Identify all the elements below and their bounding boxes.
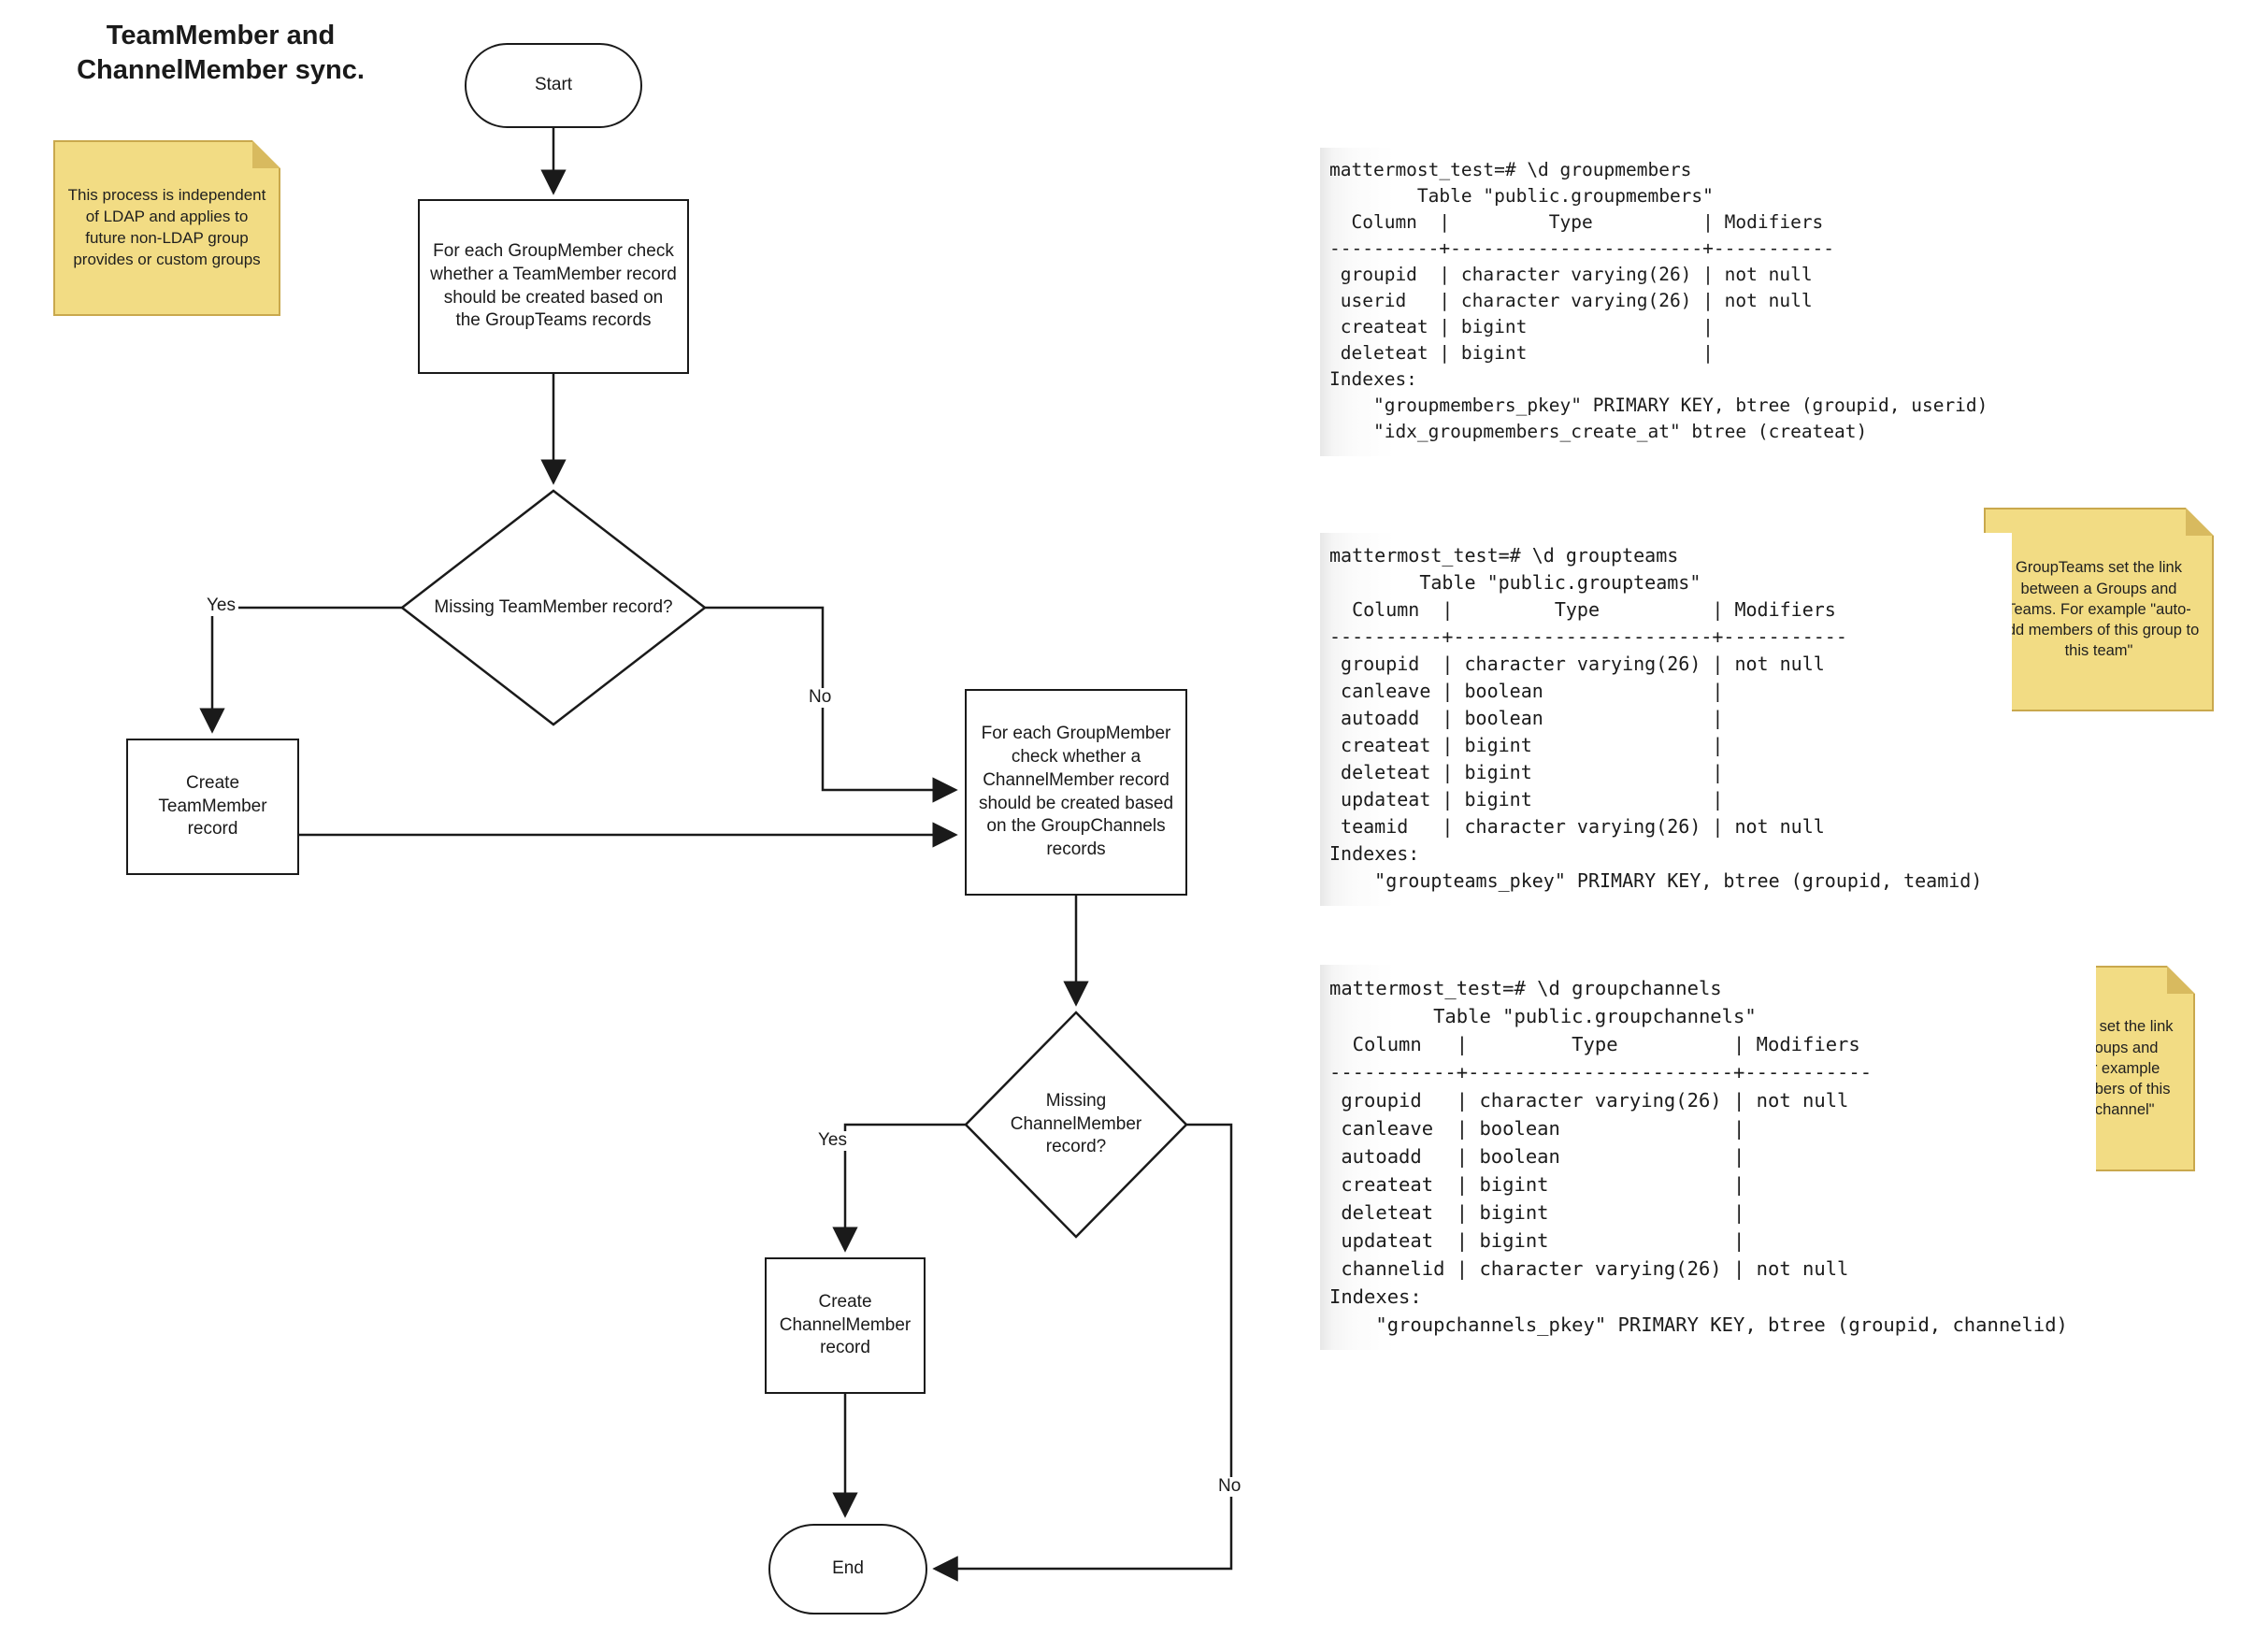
teammember-decision-diamond [399, 489, 708, 726]
channelmember-decision-diamond [964, 1011, 1188, 1239]
sticky-note-groupteams-text: GroupTeams set the link between a Groups… [1998, 559, 2200, 660]
sticky-note-ldap-process: This process is independent of LDAP and … [53, 140, 280, 316]
page-title: TeamMember and ChannelMember sync. [77, 21, 365, 86]
psql-output-groupmembers: mattermost_test=# \d groupmembers Table … [1320, 148, 2012, 456]
create-teammember-step-label: Create TeamMember record [158, 772, 267, 840]
sticky-note-groupteams: GroupTeams set the link between a Groups… [1984, 508, 2214, 711]
edge-decision1-yes [199, 606, 402, 734]
start-node: Start [465, 43, 642, 128]
edge-label-yes-channelmember: Yes [815, 1130, 850, 1151]
sticky-note-ldap-process-text: This process is independent of LDAP and … [67, 186, 266, 268]
teammember-check-step: For each GroupMember check whether a Tea… [418, 199, 689, 374]
end-node: End [768, 1524, 927, 1614]
channelmember-check-step: For each GroupMember check whether a Cha… [965, 689, 1187, 896]
create-channelmember-step: Create ChannelMember record [765, 1257, 926, 1394]
create-channelmember-step-label: Create ChannelMember record [779, 1291, 912, 1358]
edge-label-yes-teammember: Yes [204, 596, 238, 616]
edge-decision2-no [932, 1123, 1233, 1582]
edge-label-no-channelmember: No [1215, 1476, 1244, 1497]
start-node-label: Start [534, 75, 573, 95]
edge-label-no-teammember: No [806, 687, 835, 708]
edge-decision2-yes [832, 1123, 966, 1253]
psql-output-groupteams: mattermost_test=# \d groupteams Table "p… [1320, 533, 2012, 906]
end-node-label: End [832, 1558, 864, 1579]
psql-output-groupchannels: mattermost_test=# \d groupchannels Table… [1320, 965, 2096, 1350]
teammember-check-step-label: For each GroupMember check whether a Tea… [430, 241, 677, 331]
create-teammember-step: Create TeamMember record [126, 739, 299, 875]
channelmember-check-step-label: For each GroupMember check whether a Cha… [978, 724, 1174, 859]
